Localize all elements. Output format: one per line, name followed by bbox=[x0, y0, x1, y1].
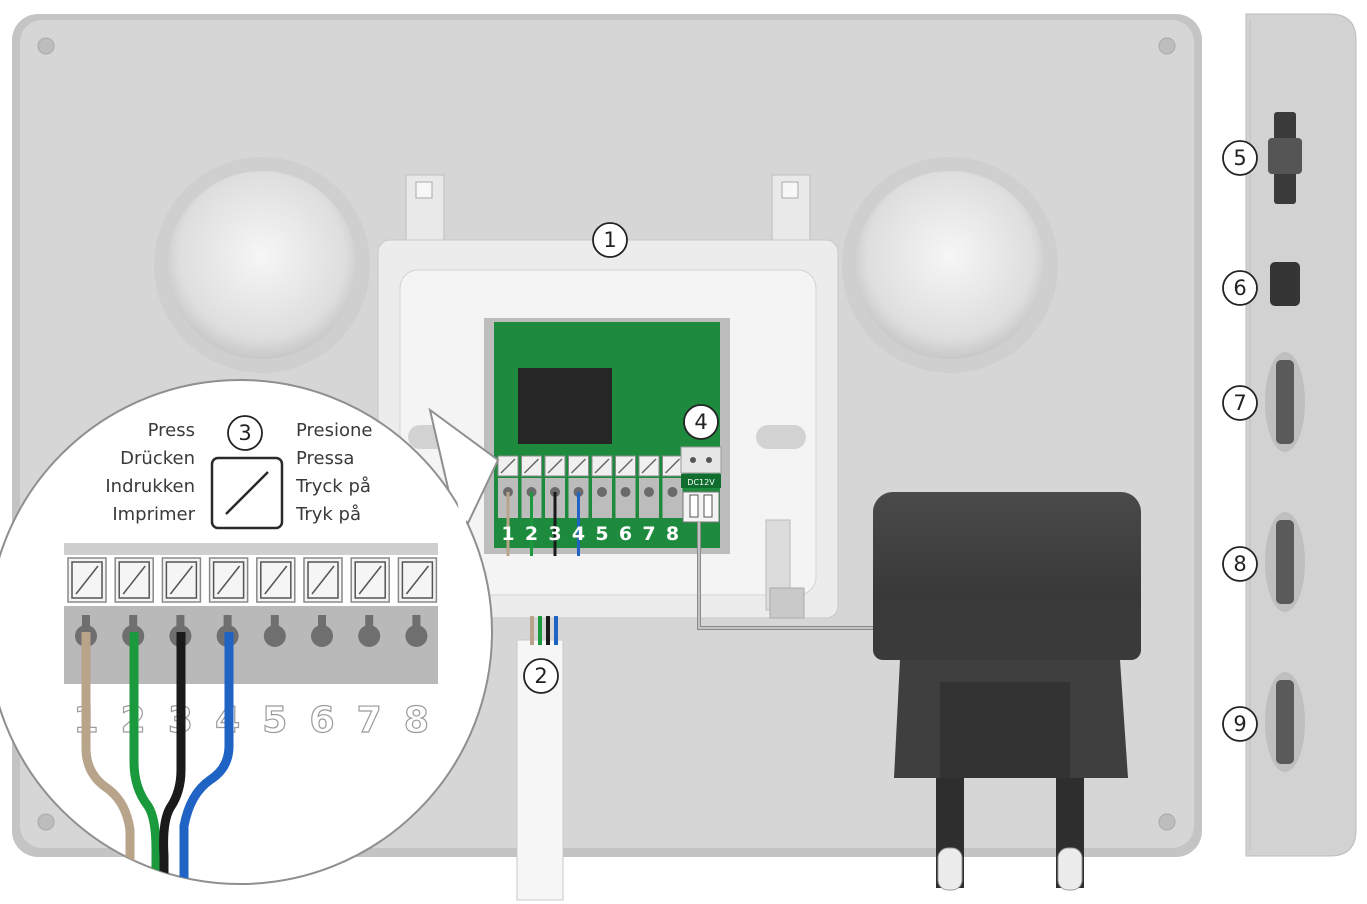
callout-number: 3 bbox=[238, 421, 251, 445]
pcb-terminal-number: 8 bbox=[666, 523, 679, 545]
pcb-terminal-number: 1 bbox=[501, 523, 514, 545]
magnified-terminal-5[interactable]: 5 bbox=[256, 557, 296, 742]
magnified-terminal-8[interactable]: 8 bbox=[397, 557, 438, 742]
wire-2-green bbox=[129, 632, 161, 884]
callout-7: 7 bbox=[1222, 385, 1258, 421]
side-push-button[interactable] bbox=[1270, 262, 1300, 306]
power-adapter bbox=[697, 492, 1141, 891]
side-wheel-7[interactable] bbox=[1265, 352, 1305, 452]
pcb-terminal-2[interactable]: 2 bbox=[521, 455, 542, 556]
press-label-nl: Indrukken bbox=[105, 476, 195, 497]
magnified-terminal-number: 8 bbox=[404, 700, 429, 741]
side-wheel-8[interactable] bbox=[1265, 512, 1305, 612]
callout-3: 3 bbox=[227, 415, 263, 451]
pcb-terminal-1[interactable]: 1 bbox=[497, 455, 519, 556]
magnified-terminal-number: 7 bbox=[357, 700, 382, 741]
speaker-left bbox=[154, 157, 370, 373]
callout-2: 2 bbox=[523, 658, 559, 694]
callout-8: 8 bbox=[1222, 546, 1258, 582]
wire-1-brown bbox=[81, 632, 135, 884]
callout-4: 4 bbox=[683, 404, 719, 440]
pcb-terminal-number: 3 bbox=[548, 523, 561, 545]
press-label-da: Tryk på bbox=[295, 504, 361, 525]
magnified-terminal-number: 6 bbox=[309, 700, 334, 741]
callout-number: 4 bbox=[694, 410, 707, 434]
wire-3-black bbox=[159, 632, 186, 884]
callout-1: 1 bbox=[592, 222, 628, 258]
pcb-terminal-5[interactable]: 5 bbox=[591, 455, 613, 545]
callout-number: 5 bbox=[1233, 146, 1246, 170]
callout-number: 9 bbox=[1233, 712, 1246, 736]
pcb-terminal-7[interactable]: 7 bbox=[638, 455, 660, 545]
magnified-terminal-7[interactable]: 7 bbox=[350, 557, 390, 742]
press-label-sv: Tryck på bbox=[295, 476, 371, 497]
press-label-it: Pressa bbox=[296, 448, 354, 469]
pcb-terminal-number: 7 bbox=[642, 523, 655, 545]
callout-number: 7 bbox=[1233, 391, 1246, 415]
pcb-terminal-3[interactable]: 3 bbox=[544, 455, 566, 556]
pcb-terminal-4[interactable]: 4 bbox=[568, 455, 589, 556]
dc-connector-label: DC12V bbox=[687, 478, 715, 487]
callout-number: 2 bbox=[534, 664, 547, 688]
magnified-terminal-number: 5 bbox=[262, 700, 287, 741]
side-wheel-9[interactable] bbox=[1265, 672, 1305, 772]
pcb-terminal-number: 6 bbox=[619, 523, 632, 545]
callout-number: 8 bbox=[1233, 552, 1246, 576]
press-instruction: Press Drücken Indrukken Imprimer Presion… bbox=[105, 420, 373, 530]
callout-6: 6 bbox=[1222, 270, 1258, 306]
press-label-es: Presione bbox=[296, 420, 373, 441]
pcb-terminal-8[interactable]: 8 bbox=[662, 455, 683, 545]
press-label-en: Press bbox=[148, 420, 195, 441]
magnified-terminal-6[interactable]: 6 bbox=[303, 557, 343, 742]
wire-4-blue bbox=[179, 632, 234, 884]
callout-9: 9 bbox=[1222, 706, 1258, 742]
press-label-fr: Imprimer bbox=[112, 504, 195, 525]
press-label-de: Drücken bbox=[120, 448, 195, 469]
side-slide-switch[interactable] bbox=[1268, 112, 1302, 204]
side-panel bbox=[1245, 13, 1357, 857]
callout-number: 1 bbox=[603, 228, 616, 252]
pcb-terminal-number: 2 bbox=[525, 523, 538, 545]
callout-number: 6 bbox=[1233, 276, 1246, 300]
dc-connector[interactable]: DC12V bbox=[680, 446, 722, 523]
speaker-right bbox=[842, 157, 1058, 373]
pcb-terminal-6[interactable]: 6 bbox=[615, 455, 636, 545]
callout-5: 5 bbox=[1222, 140, 1258, 176]
pcb-terminal-number: 4 bbox=[572, 523, 585, 545]
pcb-terminal-number: 5 bbox=[595, 523, 608, 545]
